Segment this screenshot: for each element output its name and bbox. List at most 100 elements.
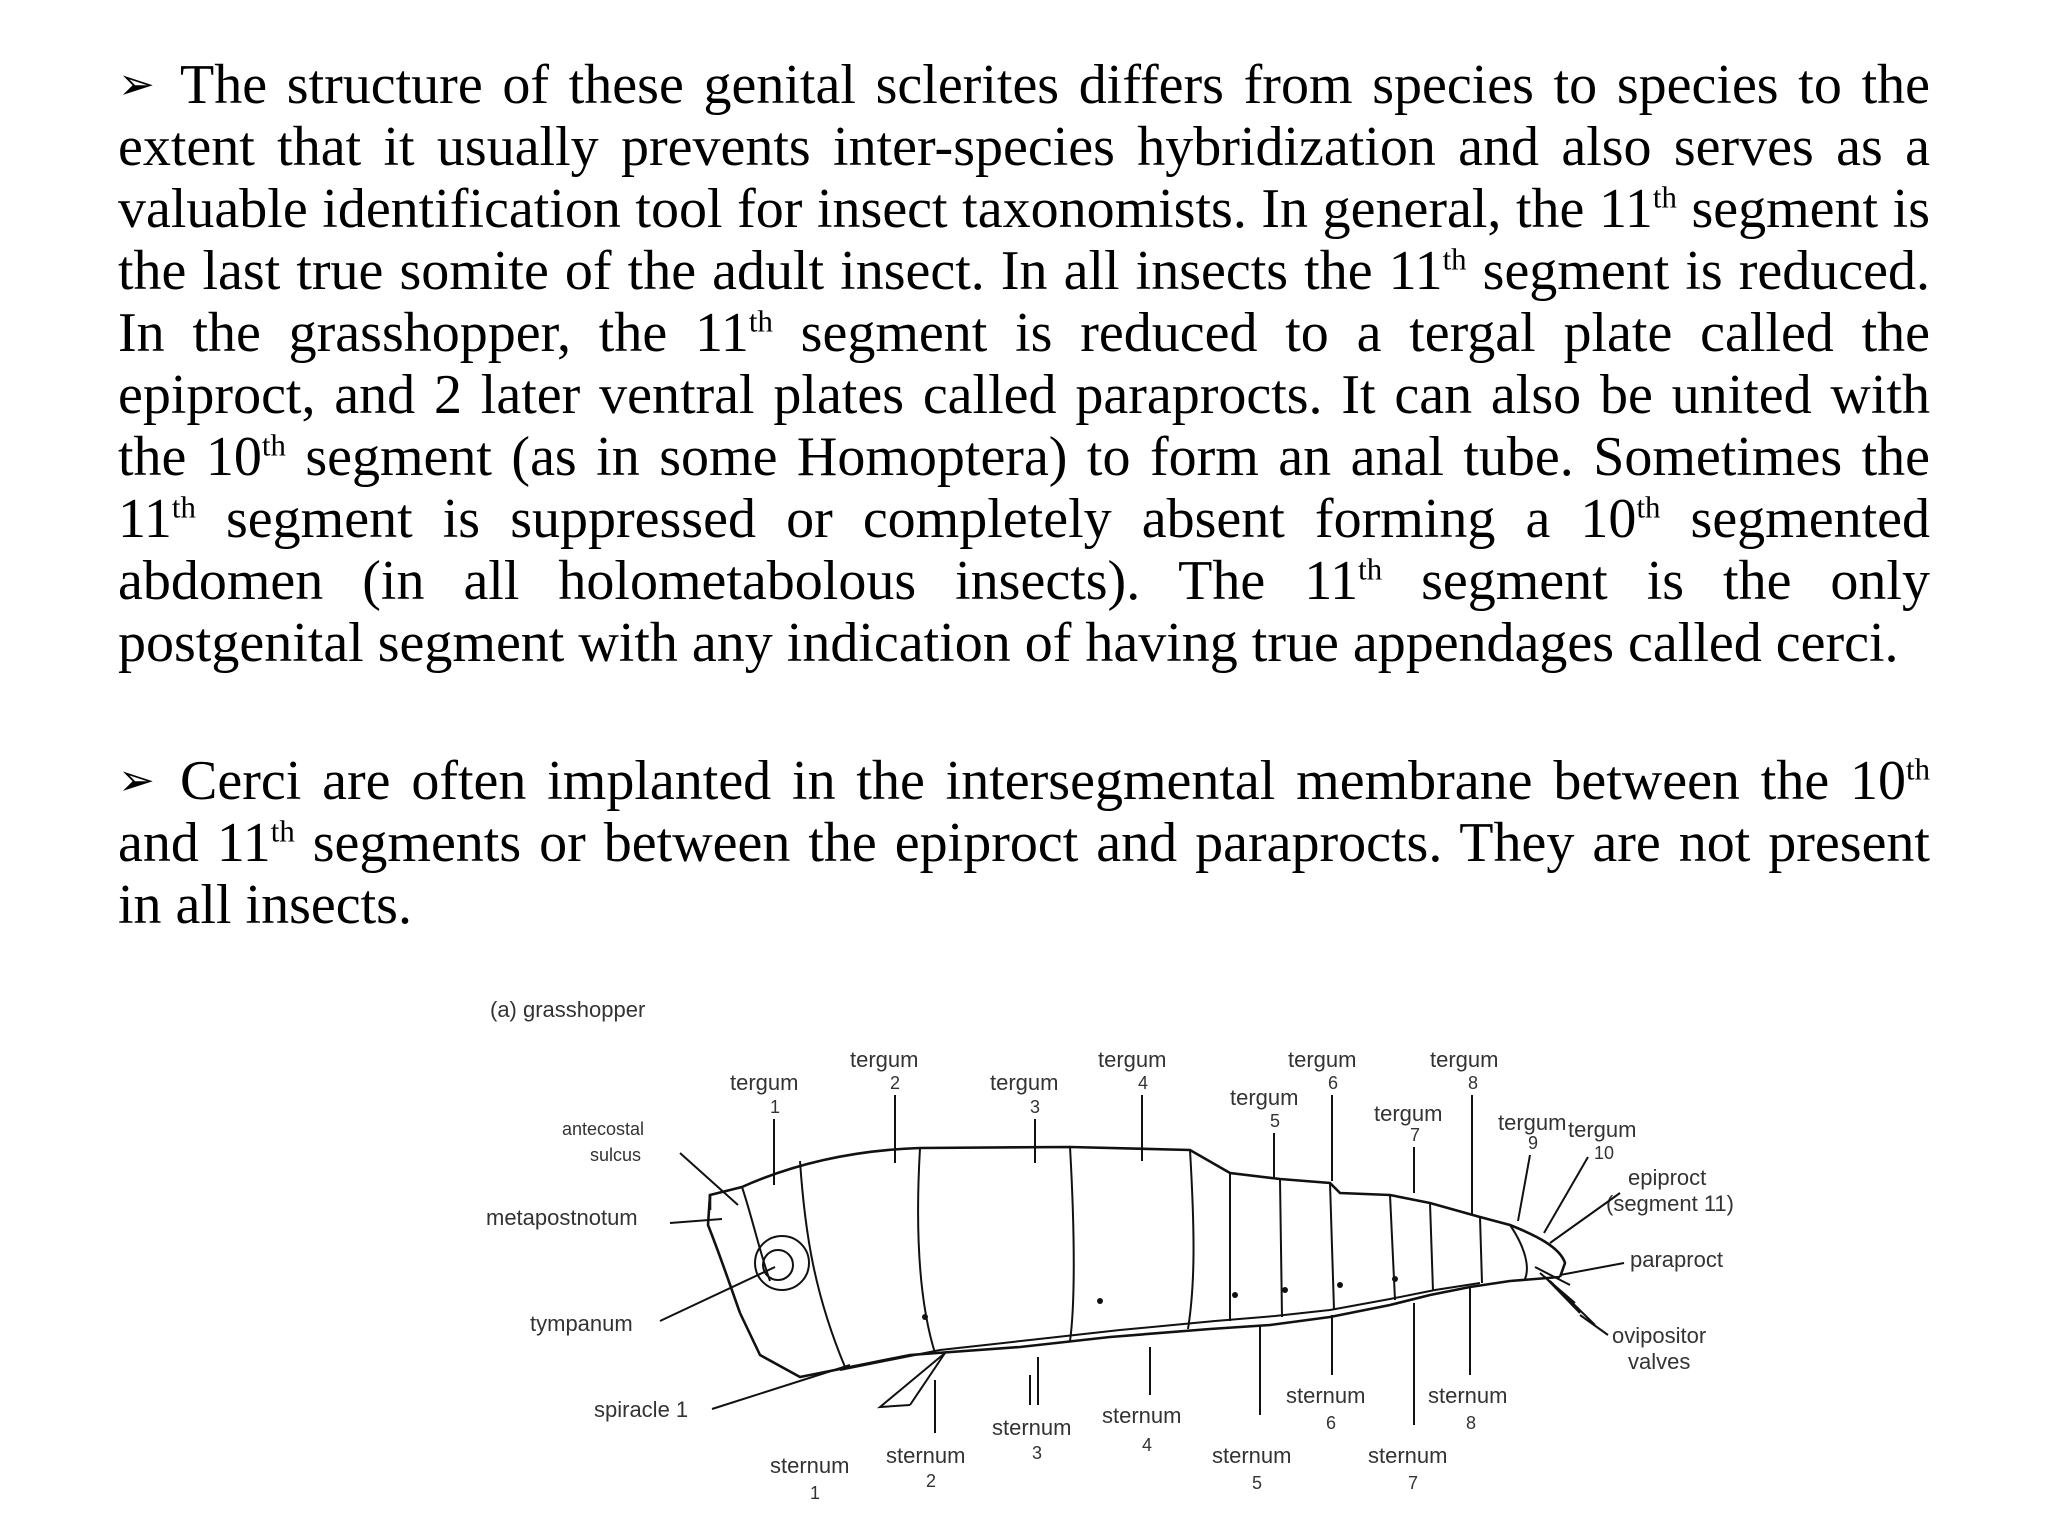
sternum-process [876, 1352, 1031, 1409]
segment-line-10 [1479, 1216, 1483, 1284]
sternum-num: 1 [810, 1483, 820, 1503]
leader-antecostal [679, 1152, 739, 1206]
sternum-word: sternum [992, 1415, 1071, 1440]
label-metapostnotum: metapostnotum [486, 1205, 638, 1230]
tergum-word: tergum [1568, 1117, 1636, 1142]
tympanum-shape [754, 1235, 810, 1291]
text-run: The structure of these genital sclerites… [118, 54, 1930, 240]
sternum-word: sternum [1428, 1383, 1507, 1408]
tergum-label-1: tergum 1 [730, 1070, 798, 1185]
label-epiproct: epiproct [1628, 1165, 1706, 1190]
sternum-label-2: sternum 2 [886, 1380, 965, 1491]
tergum-label-2: tergum 2 [850, 1047, 918, 1163]
label-antecostal: antecostal [562, 1119, 644, 1139]
leader-epiproct [1549, 1192, 1621, 1244]
sternum-word: sternum [770, 1453, 849, 1478]
tympanum-inner [762, 1249, 794, 1281]
ovipositor-valves-shape [1534, 1266, 1596, 1326]
sternum-label-8: sternum 8 [1428, 1287, 1507, 1433]
label-valves: valves [1628, 1349, 1690, 1374]
sternum-num: 8 [1466, 1413, 1476, 1433]
spiracle-dot [1337, 1282, 1343, 1288]
tergum-label-7: tergum 7 [1374, 1101, 1442, 1193]
sternum-label-4: sternum 4 [1102, 1347, 1181, 1455]
tergum-num: 8 [1468, 1073, 1478, 1093]
ordinal-suffix: th [1906, 752, 1930, 787]
tergum-label-5: tergum 5 [1230, 1085, 1298, 1179]
tergum-word: tergum [1230, 1085, 1298, 1110]
ordinal-suffix: th [1636, 490, 1661, 525]
ordinal-suffix: th [270, 814, 295, 849]
paragraph-cerci: ➢ Cerci are often implanted in the inters… [118, 750, 1930, 936]
tergum-leader [1517, 1154, 1531, 1222]
sternum-word: sternum [1102, 1403, 1181, 1428]
segment-line-8 [1389, 1194, 1396, 1301]
tergum-word: tergum [1430, 1047, 1498, 1072]
sternum-word: sternum [1286, 1383, 1365, 1408]
sternum-num: 3 [1032, 1443, 1042, 1463]
label-spiracle: spiracle 1 [594, 1397, 688, 1422]
spiracle-dot [922, 1314, 928, 1320]
leader-paraproct [1559, 1262, 1625, 1276]
grasshopper-diagram: (a) grasshopper [486, 997, 1734, 1503]
tergum-num: 2 [890, 1073, 900, 1093]
segment-line-11 [1509, 1224, 1528, 1280]
text-run: segment is reduced to a tergal plate cal… [118, 302, 1931, 488]
antecostal-inner [741, 1186, 771, 1282]
segment-line-4 [1187, 1149, 1195, 1330]
tergum-num: 3 [1030, 1097, 1040, 1117]
segment-line-3 [1069, 1146, 1075, 1342]
abdomen-outline [706, 1145, 1596, 1409]
tergum-leader [1543, 1156, 1589, 1234]
label-ovipositor: ovipositor [1612, 1323, 1706, 1348]
body-ventral-outline [738, 1275, 1561, 1379]
segment-line-7 [1329, 1182, 1335, 1311]
text-run: segments or between the epiproct and par… [118, 812, 1930, 936]
text-run: segment is suppressed or completely abse… [195, 488, 1637, 550]
grasshopper-abdomen-figure: (a) grasshopper [470, 985, 1820, 1510]
sternum-label-3: sternum 3 [992, 1357, 1071, 1463]
tergum-label-6: tergum 6 [1288, 1047, 1356, 1181]
label-paraproct: paraproct [1630, 1247, 1723, 1272]
label-epiproct-note: (segment 11) [1606, 1191, 1734, 1216]
tergum-word: tergum [990, 1070, 1058, 1095]
text-run: Cerci are often implanted in the interse… [180, 750, 1907, 812]
leader-metapostnotum [669, 1218, 723, 1224]
sternum-leader [909, 1352, 946, 1406]
segment-line-1 [799, 1160, 846, 1368]
ordinal-suffix: th [748, 304, 773, 339]
ordinal-suffix: th [1442, 242, 1467, 277]
sternum-num: 7 [1408, 1473, 1418, 1493]
tergum-num: 9 [1528, 1133, 1538, 1153]
spiracle-dot [1232, 1292, 1238, 1298]
label-tympanum: tympanum [530, 1311, 633, 1336]
spiracle-dot [1097, 1298, 1103, 1304]
sternum-label-1: sternum 1 [770, 1352, 946, 1503]
tergum-word: tergum [1498, 1110, 1566, 1135]
ordinal-suffix: th [1652, 180, 1677, 215]
tergum-num: 10 [1594, 1143, 1614, 1163]
spiracle-dot [1392, 1276, 1398, 1282]
sternum-label-6: sternum 6 [1286, 1315, 1365, 1433]
sternite-line [839, 1282, 1481, 1371]
paragraph-genital-sclerites: ➢The structure of these genital sclerite… [118, 54, 1930, 674]
tergum-label-10: tergum 10 [1543, 1117, 1636, 1234]
text-run: segmented abdomen (in all holometabolous… [118, 488, 1930, 612]
tergum-label-9: tergum 9 [1498, 1110, 1566, 1222]
leader-ovipositor [1579, 1314, 1609, 1336]
sternum-num: 6 [1326, 1413, 1336, 1433]
sternum-word: sternum [1212, 1443, 1291, 1468]
body-dorsal-outline [708, 1145, 1567, 1278]
tergum-word: tergum [1098, 1047, 1166, 1072]
anterior-margin [706, 1194, 742, 1314]
sternum-label-5: sternum 5 [1212, 1325, 1291, 1493]
spiracle-dot [1282, 1287, 1288, 1293]
tergum-label-3: tergum 3 [990, 1070, 1058, 1163]
ordinal-suffix: th [261, 428, 286, 463]
sternum-num: 2 [926, 1471, 936, 1491]
ordinal-suffix: th [171, 490, 196, 525]
text-run: segment is the only postgenital segment … [118, 550, 1930, 674]
segment-line-9 [1429, 1202, 1434, 1292]
bullet-arrow-icon: ➢ [118, 756, 155, 805]
segment-line-6 [1279, 1178, 1283, 1318]
